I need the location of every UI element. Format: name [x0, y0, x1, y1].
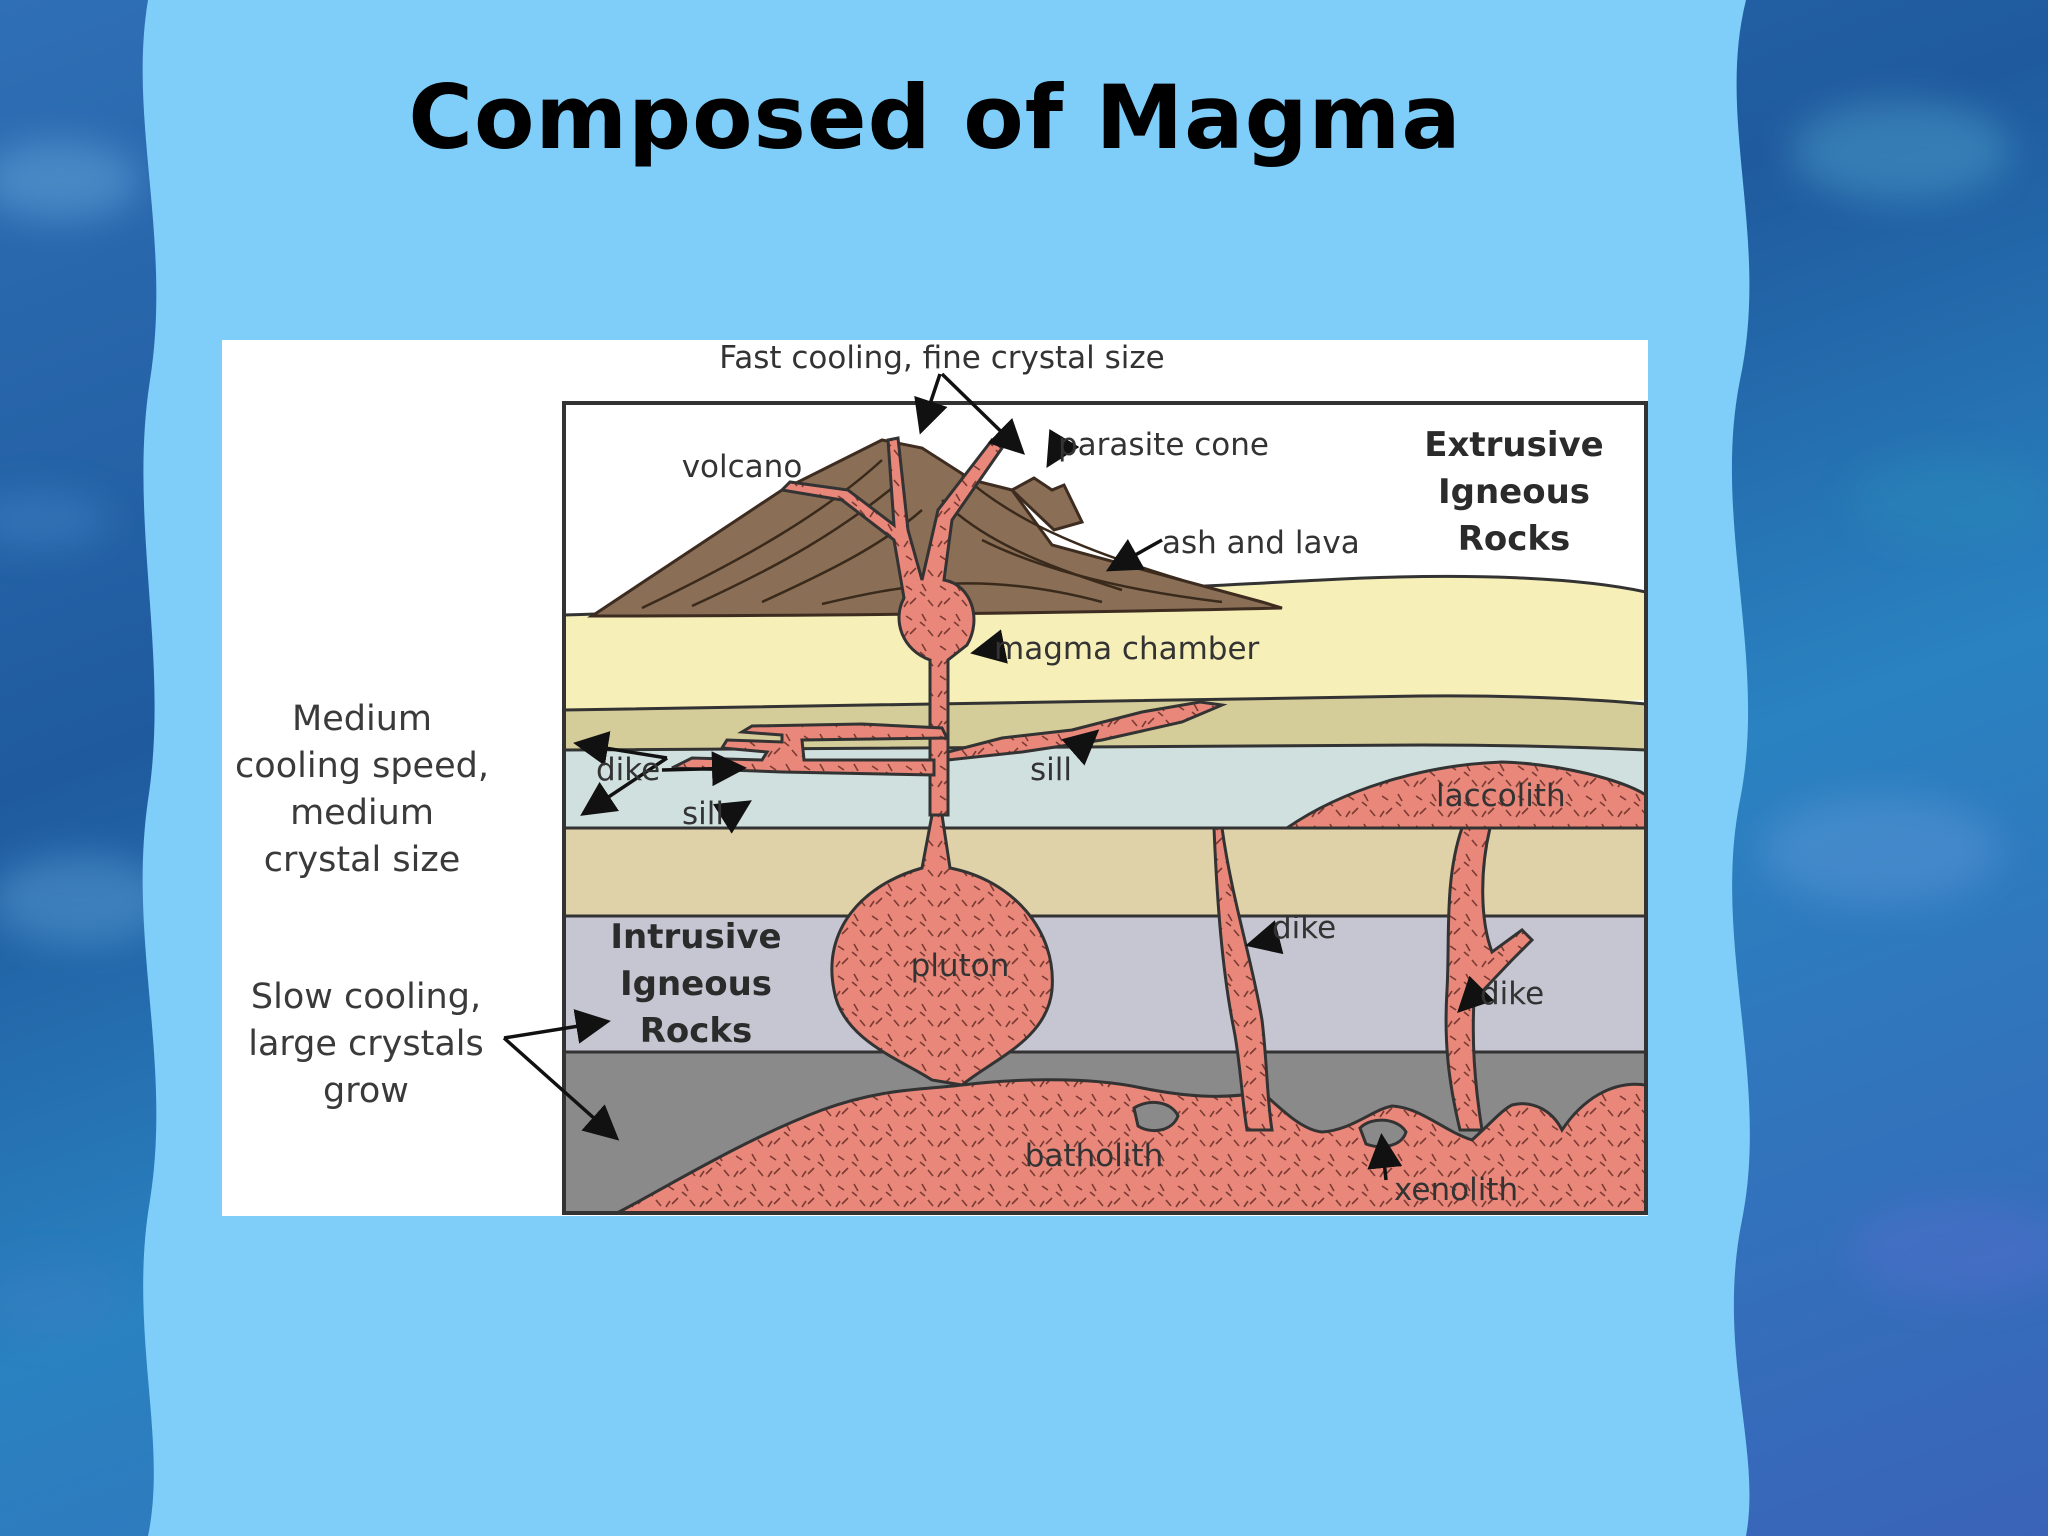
label-batholith: batholith [1025, 1138, 1163, 1174]
svg-text:cooling speed,: cooling speed, [235, 746, 489, 786]
xenolith-rock-1 [1132, 1100, 1180, 1133]
label-intrusive-igneous-rocks: Intrusive Igneous Rocks [610, 917, 781, 1051]
parasite-cone [1009, 476, 1085, 532]
slide-title: Composed of Magma [408, 66, 1462, 169]
svg-text:Extrusive: Extrusive [1424, 425, 1604, 465]
svg-text:Medium: Medium [292, 699, 432, 739]
label-dike-left: dike [596, 752, 660, 788]
label-volcano: volcano [682, 449, 803, 485]
label-sill-center: sill [1030, 752, 1072, 788]
svg-text:Igneous: Igneous [1438, 472, 1590, 512]
label-ash-and-lava: ash and lava [1162, 525, 1360, 561]
label-magma-chamber: magma chamber [994, 631, 1260, 667]
svg-text:Rocks: Rocks [1458, 519, 1571, 559]
svg-text:grow: grow [323, 1071, 409, 1111]
svg-text:medium: medium [290, 793, 434, 833]
diagram-arrows [502, 372, 1495, 1181]
magma-conduit [778, 436, 1005, 817]
label-slow-cooling: Slow cooling, large crystals grow [248, 977, 484, 1111]
water-texture [0, 100, 2048, 1335]
svg-text:large crystals: large crystals [248, 1024, 484, 1064]
svg-text:Rocks: Rocks [640, 1011, 753, 1051]
label-extrusive-igneous-rocks: Extrusive Igneous Rocks [1424, 425, 1604, 559]
label-dike-center: dike [1272, 910, 1336, 946]
label-pluton: pluton [911, 948, 1010, 984]
igneous-rocks-diagram: Fast cooling, fine crystal size volcano … [222, 340, 1648, 1216]
label-dike-right: dike [1480, 976, 1544, 1012]
label-medium-cooling: Medium cooling speed, medium crystal siz… [235, 699, 489, 880]
label-xenolith: xenolith [1394, 1172, 1518, 1208]
svg-text:Intrusive: Intrusive [610, 917, 781, 957]
label-fast-cooling: Fast cooling, fine crystal size [719, 340, 1165, 376]
svg-text:Slow cooling,: Slow cooling, [251, 977, 481, 1017]
svg-text:Igneous: Igneous [620, 964, 772, 1004]
svg-text:crystal size: crystal size [264, 840, 460, 880]
label-sill-left: sill [682, 796, 724, 832]
label-parasite-cone: parasite cone [1058, 427, 1269, 463]
label-laccolith: laccolith [1436, 778, 1566, 814]
batholith-shape [616, 1078, 1646, 1213]
laccolith-shape [1282, 760, 1646, 830]
center-dike [1212, 826, 1274, 1132]
diagram-frame [562, 401, 1648, 1215]
